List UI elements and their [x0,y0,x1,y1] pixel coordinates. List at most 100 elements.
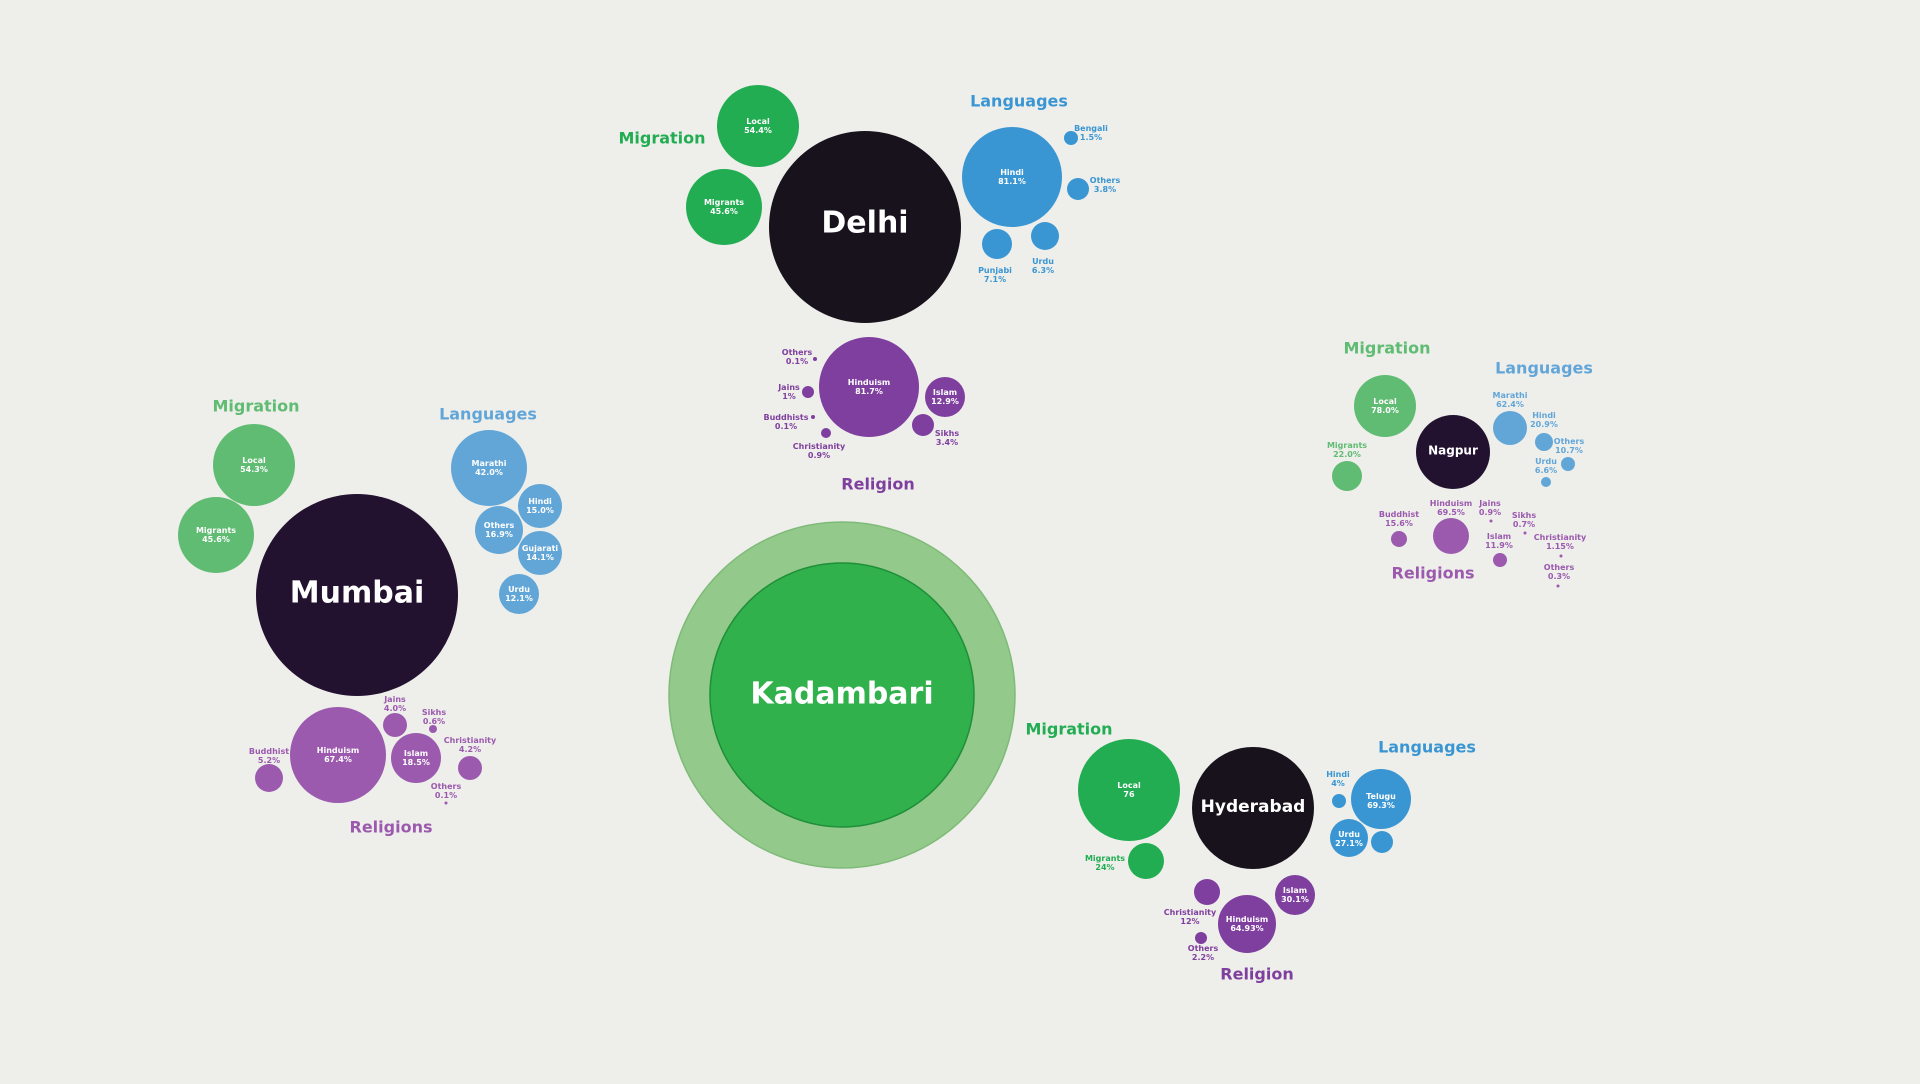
nagpur-lang-others-value: 10.7% [1555,446,1583,455]
nagpur-lang-marathi-bubble [1493,411,1527,445]
nagpur-lang-marathi-label: Marathi [1493,391,1528,400]
nagpur-rel-islam-bubble [1493,553,1507,567]
mumbai-lang-gujarati-value: 14.1% [526,553,554,562]
delhi-rel-others-bubble [813,357,817,361]
mumbai-rel-others-value: 0.1% [435,791,457,800]
hyderabad-rel-others-bubble [1195,932,1207,944]
mumbai-lang-marathi-value: 42.0% [475,468,503,477]
delhi-migration-local-bubble [717,85,799,167]
delhi-lang-punjabi-label: Punjabi [978,266,1012,275]
hyderabad-migration-heading: Migration [1025,720,1112,739]
nagpur-lang-urdu-bubble [1541,477,1551,487]
mumbai-rel-buddhist-bubble [255,764,283,792]
mumbai-migration-migrants-label: Migrants [196,526,236,535]
mumbai-lang-hindi-value: 15.0% [526,506,554,515]
mumbai-lang-urdu-value: 12.1% [505,594,533,603]
mumbai-lang-others-label: Others [484,521,515,530]
hyderabad-rel-christianity-value: 12% [1180,917,1199,926]
mumbai-rel-islam-bubble [391,733,441,783]
mumbai-religion-heading: Religions [350,818,433,837]
nagpur-migration-migrants-value: 22.0% [1333,450,1361,459]
nagpur-rel-others-bubble [1556,584,1560,588]
hyderabad-migration-migrants-bubble [1128,843,1164,879]
mumbai-lang-urdu-label: Urdu [508,585,530,594]
mumbai-migration-local-value: 54.3% [240,465,268,474]
hyderabad-rel-islam-label: Islam [1283,886,1307,895]
delhi-religion-heading: Religion [841,475,914,494]
hyderabad-rel-hinduism-value: 64.93% [1230,924,1263,933]
hyderabad-migration-local-value: 76 [1123,790,1135,799]
delhi-lang-hindi-value: 81.1% [998,177,1026,186]
nagpur-lang-marathi-value: 62.4% [1496,400,1524,409]
nagpur-languages-heading: Languages [1495,359,1593,378]
mumbai-lang-marathi-label: Marathi [472,459,507,468]
mumbai-rel-others-bubble [444,801,448,805]
delhi-rel-christianity-value: 0.9% [808,451,830,460]
mumbai-rel-sikhs-label: Sikhs [422,708,447,717]
mumbai-lang-others-value: 16.9% [485,530,513,539]
delhi-rel-islam-label: Islam [933,388,957,397]
mumbai-lang-others-bubble [475,506,523,554]
mumbai-rel-buddhist-value: 5.2% [258,756,280,765]
hyderabad-lang-telugu-value: 69.3% [1367,801,1395,810]
hyderabad-city-circle [1192,747,1314,869]
delhi-rel-sikhs-bubble [912,414,934,436]
delhi-languages-heading: Languages [970,92,1068,111]
mumbai-rel-hinduism-label: Hinduism [317,746,359,755]
nagpur-rel-sikhs-label: Sikhs [1512,511,1537,520]
delhi-lang-urdu-bubble [1031,222,1059,250]
nagpur-lang-urdu-label: Urdu [1535,457,1557,466]
delhi-rel-others-label: Others [782,348,813,357]
nagpur-migration-migrants-label: Migrants [1327,441,1367,450]
hyderabad-migration-local-label: Local [1117,781,1141,790]
nagpur-migration-heading: Migration [1343,339,1430,358]
nagpur-rel-sikhs-bubble [1523,531,1527,535]
nagpur-rel-christianity-bubble [1559,554,1563,558]
delhi-migration-heading: Migration [618,129,705,148]
hyderabad-lang-hindi-label: Hindi [1326,770,1350,779]
delhi-city-name: Delhi [821,206,908,241]
mumbai-migration-local-label: Local [242,456,266,465]
mumbai-rel-islam-label: Islam [404,749,428,758]
delhi-rel-buddhists-bubble [811,415,815,419]
nagpur-rel-buddhist-bubble [1391,531,1407,547]
delhi-rel-islam-value: 12.9% [931,397,959,406]
hyderabad-lang-hindi-bubble [1332,794,1346,808]
nagpur-lang-urdu-value: 6.6% [1535,466,1557,475]
delhi-rel-islam-bubble [925,377,965,417]
nagpur-rel-islam-label: Islam [1487,532,1511,541]
nagpur-migration-local-bubble [1354,375,1416,437]
hyderabad-lang-telugu-label: Telugu [1366,792,1396,801]
mumbai-rel-buddhist-label: Buddhist [249,747,289,756]
hyderabad-lang-hindi-value: 4% [1331,779,1345,788]
delhi-migration-local-label: Local [746,117,770,126]
nagpur-city-name: Nagpur [1428,444,1478,458]
hyderabad-migration-local-bubble [1078,739,1180,841]
mumbai-lang-gujarati-label: Gujarati [522,544,559,553]
delhi-rel-others-value: 0.1% [786,357,808,366]
nagpur-rel-others-label: Others [1544,563,1575,572]
delhi-lang-urdu-value: 6.3% [1032,266,1054,275]
nagpur-rel-islam-value: 11.9% [1485,541,1513,550]
mumbai-rel-jains-bubble [383,713,407,737]
mumbai-lang-hindi-label: Hindi [528,497,552,506]
delhi-migration-local-value: 54.4% [744,126,772,135]
nagpur-lang-hindi-bubble [1535,433,1553,451]
nagpur-migration-local-value: 78.0% [1371,406,1399,415]
delhi-rel-sikhs-label: Sikhs [935,429,960,438]
mumbai-rel-christianity-label: Christianity [444,736,497,745]
nagpur-rel-hinduism-value: 69.5% [1437,508,1465,517]
nagpur-lang-others-label: Others [1554,437,1585,446]
mumbai-rel-hinduism-value: 67.4% [324,755,352,764]
delhi-lang-others-bubble [1067,178,1089,200]
delhi-rel-christianity-label: Christianity [793,442,846,451]
hyderabad-rel-christianity-label: Christianity [1164,908,1217,917]
delhi-rel-buddhists-label: Buddhists [763,413,808,422]
delhi-lang-bengali-label: Bengali [1074,124,1108,133]
hyderabad-rel-christianity-bubble [1194,879,1220,905]
mumbai-migration-migrants-bubble [178,497,254,573]
hyderabad-rel-hinduism-bubble [1218,895,1276,953]
delhi-lang-bengali-bubble [1064,131,1078,145]
